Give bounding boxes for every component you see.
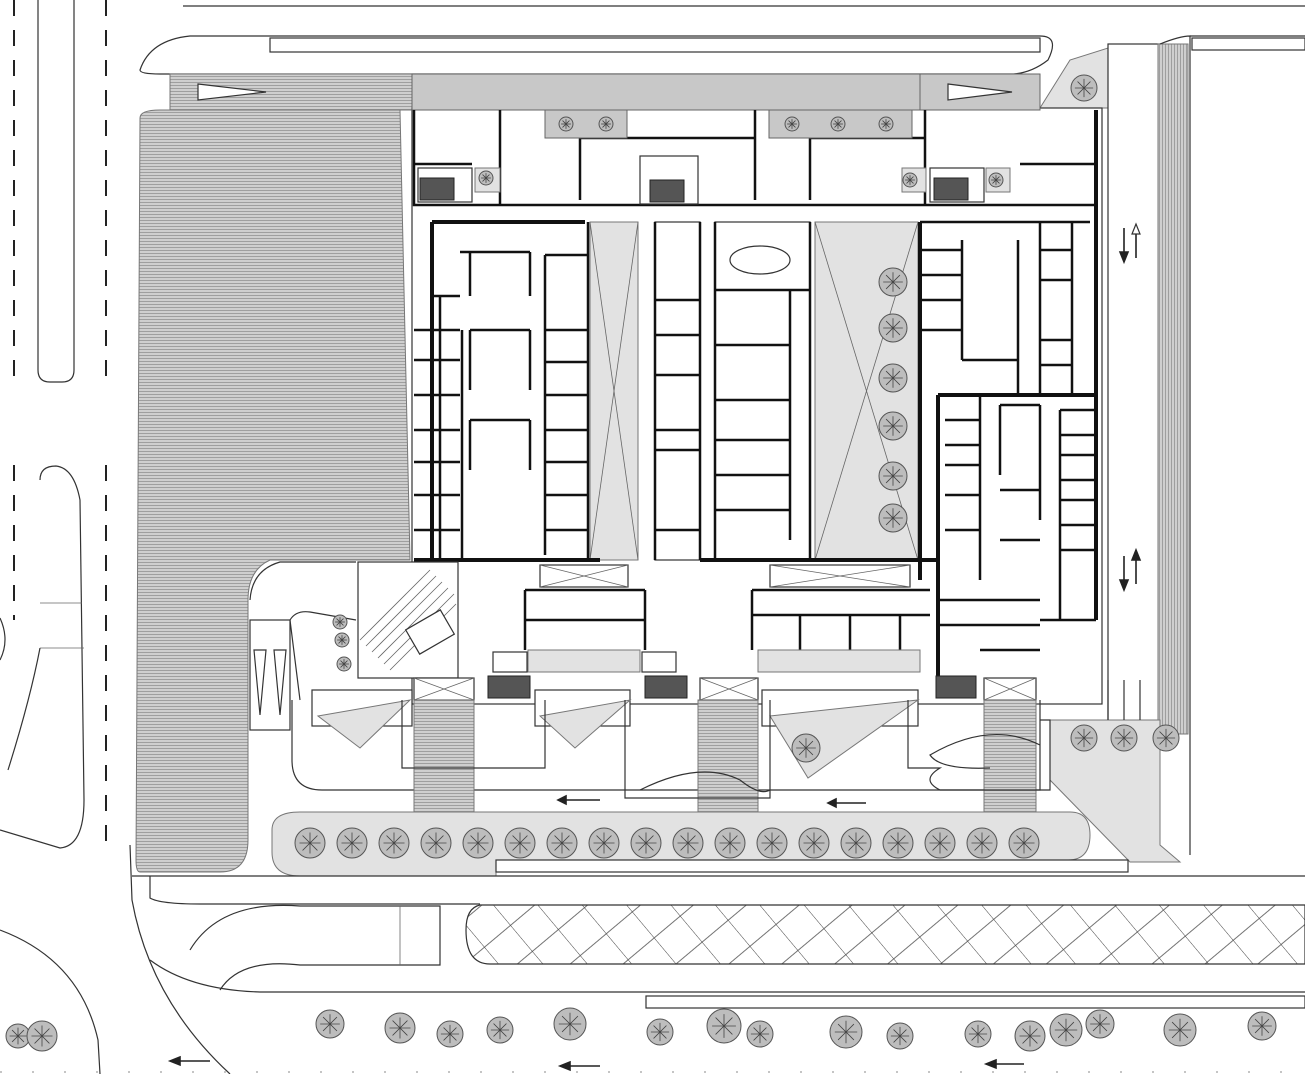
north-road xyxy=(139,5,1305,75)
tree-icon xyxy=(486,1016,514,1044)
tree-icon xyxy=(840,827,872,859)
tree-icon xyxy=(1247,1011,1277,1041)
tree-icon xyxy=(878,267,908,297)
tree-icon xyxy=(829,1015,863,1049)
tree-icon xyxy=(924,827,956,859)
tree-icon xyxy=(315,1009,345,1039)
tree-icon xyxy=(1049,1013,1083,1047)
tree-icon xyxy=(964,1020,992,1048)
tree-icon xyxy=(966,827,998,859)
traffic-arrow-icon xyxy=(556,794,600,806)
tree-icon xyxy=(504,827,536,859)
tree-icon xyxy=(478,170,494,186)
traffic-arrows xyxy=(167,222,1142,1072)
north-parking-stalls xyxy=(269,37,1041,53)
tree-icon xyxy=(436,1020,464,1048)
tree-icon xyxy=(646,1018,674,1046)
traffic-arrow-icon xyxy=(826,797,866,809)
tree-icon xyxy=(334,632,350,648)
tree-icon xyxy=(1152,724,1180,752)
tree-icon xyxy=(784,116,800,132)
tree-icon xyxy=(1014,1020,1046,1052)
tree-icon xyxy=(332,614,348,630)
traffic-arrow-icon xyxy=(167,1055,210,1067)
tree-icon xyxy=(558,116,574,132)
elevator-icon xyxy=(487,651,977,699)
tree-icon xyxy=(878,363,908,393)
building xyxy=(357,73,1103,705)
tree-icon xyxy=(546,827,578,859)
traffic-arrow-icon xyxy=(1118,222,1141,265)
tree-icon xyxy=(756,827,788,859)
tree-icon xyxy=(588,827,620,859)
tree-icon xyxy=(878,313,908,343)
tree-icon xyxy=(746,1020,774,1048)
tree-icon xyxy=(1008,827,1040,859)
trees xyxy=(5,74,1277,1052)
traffic-arrow-icon xyxy=(983,1058,1024,1070)
tree-icon xyxy=(598,116,614,132)
tree-icon xyxy=(886,1022,914,1050)
east-drive xyxy=(1039,35,1191,863)
tree-icon xyxy=(1070,724,1098,752)
tree-icon xyxy=(902,172,918,188)
tree-icon xyxy=(420,827,452,859)
tree-icon xyxy=(878,461,908,491)
tree-icon xyxy=(714,827,746,859)
west-parking-lot xyxy=(135,73,416,873)
tree-icon xyxy=(878,116,894,132)
tree-icon xyxy=(1085,1009,1115,1039)
south-boulevard xyxy=(149,876,1305,1009)
tree-icon xyxy=(294,827,326,859)
west-road xyxy=(0,0,231,1074)
tree-icon xyxy=(553,1007,587,1041)
tree-icon xyxy=(462,827,494,859)
tree-icon xyxy=(1110,724,1138,752)
tree-icon xyxy=(988,172,1004,188)
tree-icon xyxy=(26,1020,58,1052)
tree-icon xyxy=(878,503,908,533)
tree-icon xyxy=(830,116,846,132)
tree-icon xyxy=(384,1012,416,1044)
tree-icon xyxy=(791,733,821,763)
tree-icon xyxy=(882,827,914,859)
tree-icon xyxy=(336,656,352,672)
tree-icon xyxy=(336,827,368,859)
tree-icon xyxy=(378,827,410,859)
tree-icon xyxy=(672,827,704,859)
tree-icon xyxy=(630,827,662,859)
tree-icon xyxy=(5,1023,31,1049)
traffic-arrow-icon xyxy=(557,1060,600,1072)
traffic-arrow-icon xyxy=(1118,547,1142,593)
tree-icon xyxy=(706,1008,742,1044)
tree-icon xyxy=(878,411,908,441)
tree-icon xyxy=(798,827,830,859)
tree-icon xyxy=(1163,1013,1197,1047)
tree-icon xyxy=(1070,74,1098,102)
